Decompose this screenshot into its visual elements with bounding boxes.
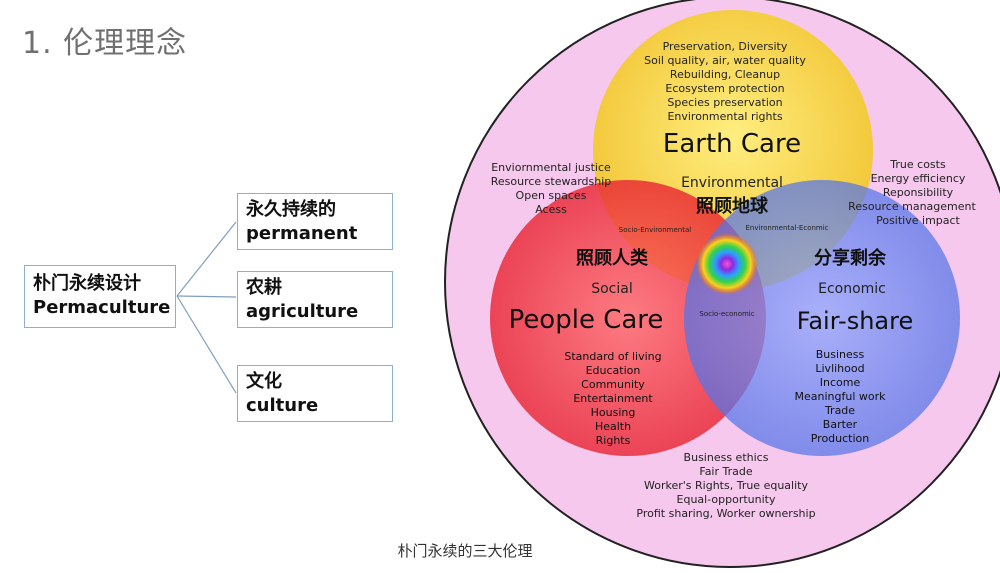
people-item: Entertainment bbox=[573, 392, 653, 405]
fair-share-circle bbox=[684, 180, 960, 456]
people-care-zh: 照顾人类 bbox=[576, 247, 649, 269]
earth-item: Preservation, Diversity bbox=[663, 40, 788, 53]
permanent-zh-label: 永久持续的 bbox=[246, 199, 336, 220]
socio-environmental-label: Socio-Environmental bbox=[619, 226, 691, 234]
outer-left-item: Open spaces bbox=[516, 189, 587, 202]
permanent-box: 永久持续的 permanent bbox=[237, 193, 393, 250]
people-item: Rights bbox=[596, 434, 631, 447]
people-item: Health bbox=[595, 420, 631, 433]
culture-zh-label: 文化 bbox=[246, 371, 282, 392]
people-item: Education bbox=[586, 364, 641, 377]
outer-right-item: Positive impact bbox=[876, 214, 960, 227]
people-care-circle bbox=[490, 180, 766, 456]
outer-bottom-item: Fair Trade bbox=[699, 465, 752, 478]
people-care-title: People Care bbox=[509, 305, 664, 335]
connector-agriculture bbox=[176, 295, 237, 298]
fair-item: Trade bbox=[824, 404, 855, 417]
culture-box: 文化 culture bbox=[237, 365, 393, 422]
people-item: Community bbox=[581, 378, 645, 391]
figure-caption: 朴门永续的三大伦理 bbox=[397, 542, 533, 560]
environmental-economic-label: Environmental-Econmic bbox=[745, 224, 828, 232]
outer-bottom-item: Business ethics bbox=[684, 451, 769, 464]
agriculture-box: 农耕 agriculture bbox=[237, 271, 393, 328]
earth-item: Species preservation bbox=[667, 96, 782, 109]
fair-item: Production bbox=[811, 432, 870, 445]
socio-economic-label: Socio-economic bbox=[699, 310, 754, 318]
permanent-en-label: permanent bbox=[246, 223, 358, 244]
outer-left-item: Acess bbox=[535, 203, 567, 216]
outer-right-item: Reponsibility bbox=[883, 186, 954, 199]
outer-right-item: Energy efficiency bbox=[871, 172, 966, 185]
earth-item: Environmental rights bbox=[667, 110, 782, 123]
outer-left-item: Resource stewardship bbox=[491, 175, 612, 188]
earth-care-title: Earth Care bbox=[663, 129, 801, 159]
agriculture-en-label: agriculture bbox=[246, 301, 359, 322]
earth-item: Ecosystem protection bbox=[665, 82, 784, 95]
outer-right-item: Resource management bbox=[848, 200, 976, 213]
earth-care-sub: Environmental bbox=[681, 175, 783, 191]
fair-item: Meaningful work bbox=[795, 390, 887, 403]
outer-left-item: Enviornmental justice bbox=[491, 161, 611, 174]
people-care-sub: Social bbox=[591, 281, 633, 297]
fair-item: Livlihood bbox=[815, 362, 864, 375]
fair-item: Income bbox=[820, 376, 861, 389]
outer-bottom-item: Equal-opportunity bbox=[677, 493, 776, 506]
earth-care-zh: 照顾地球 bbox=[696, 195, 769, 217]
fair-item: Business bbox=[816, 348, 865, 361]
connector-permanent bbox=[176, 221, 237, 297]
culture-en-label: culture bbox=[246, 395, 319, 416]
fair-share-sub: Economic bbox=[818, 281, 886, 297]
fair-item: Barter bbox=[823, 418, 858, 431]
root-en-label: Permaculture bbox=[33, 297, 171, 318]
outer-bottom-item: Profit sharing, Worker ownership bbox=[636, 507, 815, 520]
outer-right-item: True costs bbox=[889, 158, 946, 171]
agriculture-zh-label: 农耕 bbox=[246, 277, 282, 298]
fair-share-zh: 分享剩余 bbox=[814, 247, 887, 269]
root-zh-label: 朴门永续设计 bbox=[33, 273, 141, 294]
fair-share-title: Fair-share bbox=[797, 307, 914, 335]
center-swirl bbox=[697, 234, 757, 294]
connector-culture bbox=[176, 295, 237, 394]
earth-item: Soil quality, air, water quality bbox=[644, 54, 806, 67]
permaculture-root-box: 朴门永续设计 Permaculture bbox=[24, 265, 176, 328]
page-title: 1. 伦理理念 bbox=[22, 26, 188, 61]
people-item: Housing bbox=[591, 406, 636, 419]
people-item: Standard of living bbox=[564, 350, 661, 363]
earth-item: Rebuilding, Cleanup bbox=[670, 68, 780, 81]
outer-bottom-item: Worker's Rights, True equality bbox=[644, 479, 808, 492]
